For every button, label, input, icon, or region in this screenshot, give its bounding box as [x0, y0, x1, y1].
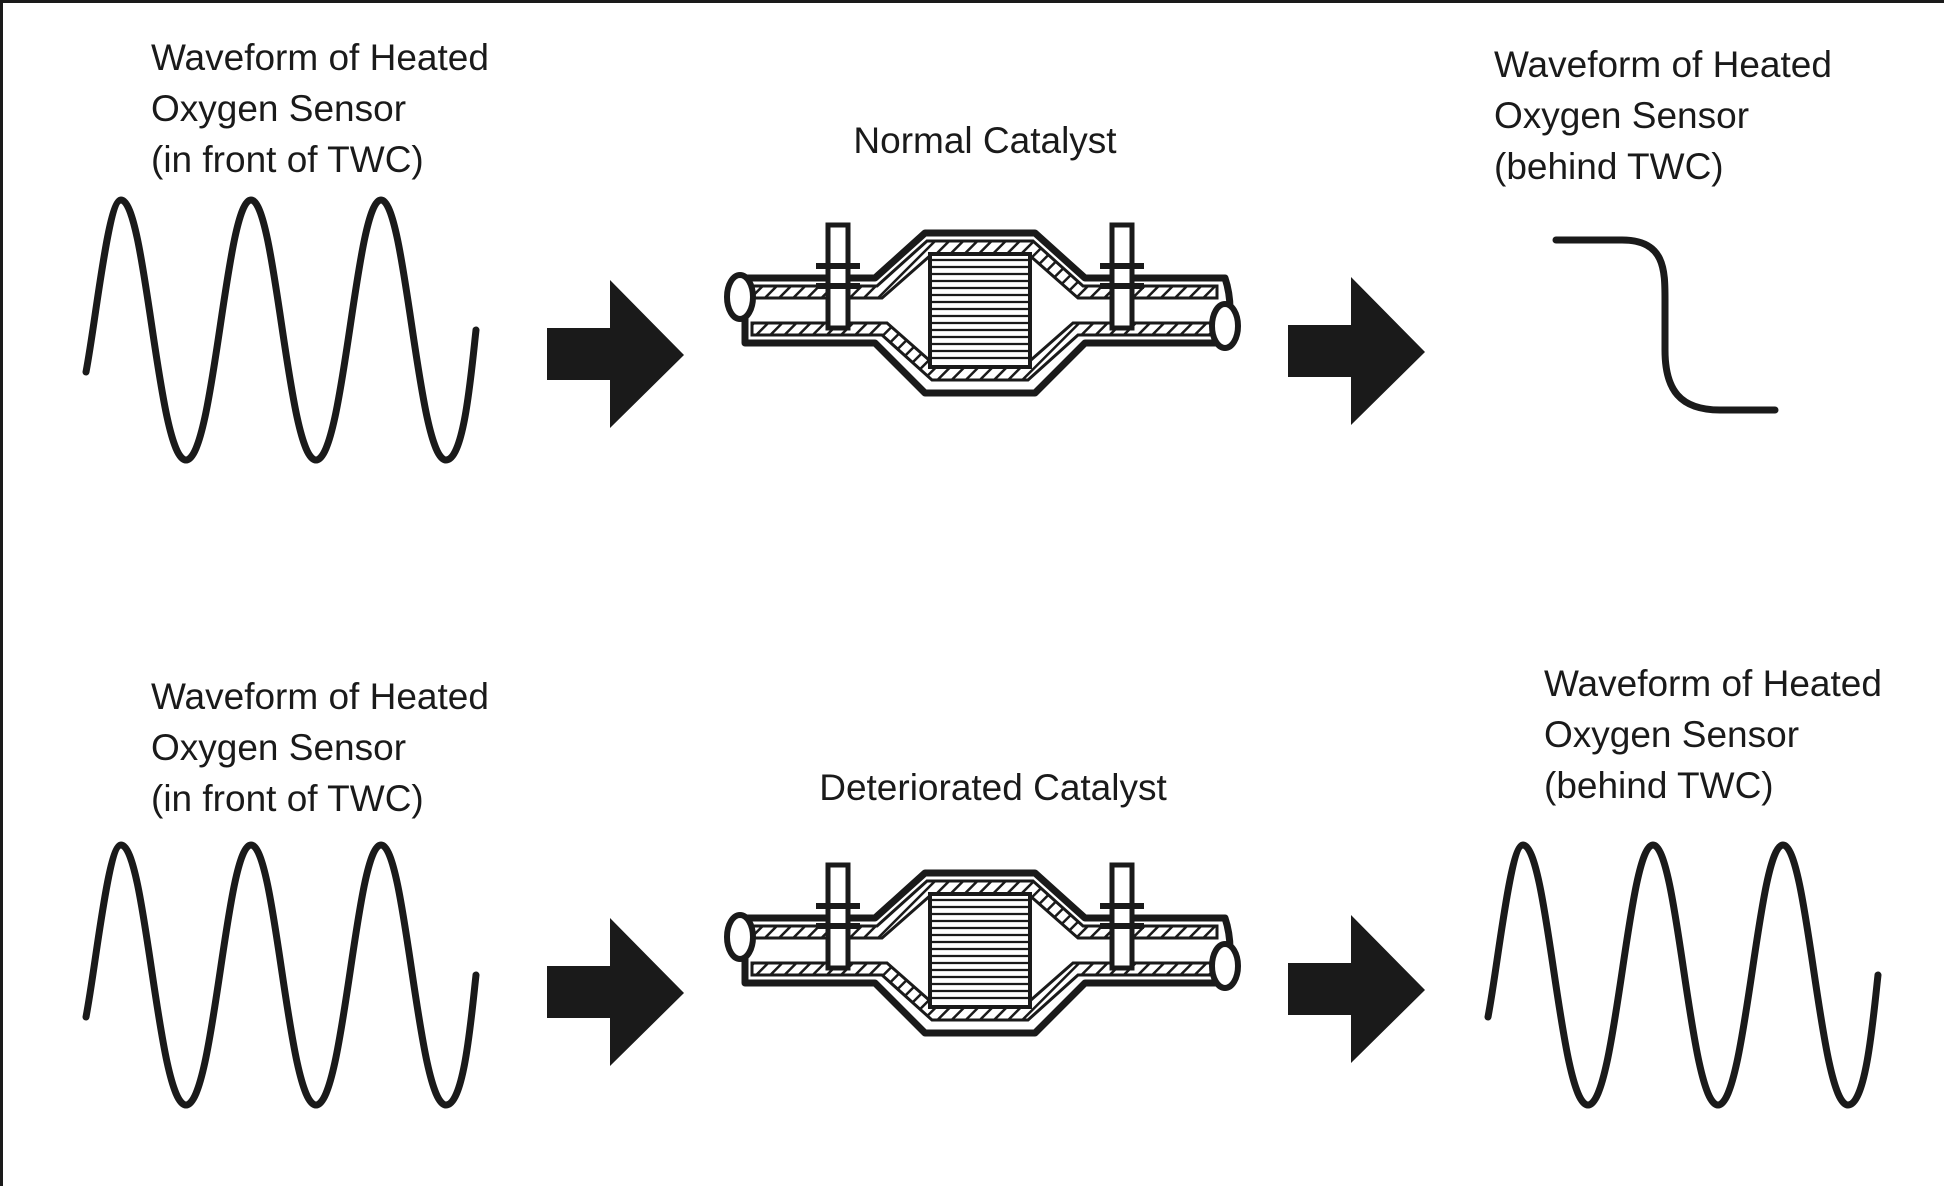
- row-normal: Waveform of Heated Oxygen Sensor (in fro…: [86, 37, 1832, 460]
- row-deteriorated: Waveform of Heated Oxygen Sensor (in fro…: [86, 663, 1882, 1105]
- flow-arrow-out: [1288, 915, 1425, 1063]
- flow-arrow-in: [547, 918, 684, 1066]
- output-sensor-label-line1: Waveform of Heated: [1494, 44, 1832, 85]
- output-sensor-label-line3: (behind TWC): [1494, 146, 1724, 187]
- output-sensor-label-line1: Waveform of Heated: [1544, 663, 1882, 704]
- output-sensor-label-line2: Oxygen Sensor: [1544, 714, 1799, 755]
- catalyst-label: Normal Catalyst: [853, 120, 1117, 161]
- input-sensor-label-line2: Oxygen Sensor: [151, 88, 406, 129]
- input-sensor-label-line3: (in front of TWC): [151, 139, 424, 180]
- front-sensor-waveform: [86, 200, 476, 460]
- input-sensor-label-line1: Waveform of Heated: [151, 676, 489, 717]
- input-sensor-label-line3: (in front of TWC): [151, 778, 424, 819]
- catalytic-converter: [727, 865, 1238, 1033]
- flow-arrow-in: [547, 280, 684, 428]
- front-sensor-waveform: [86, 845, 476, 1105]
- input-sensor-label-line2: Oxygen Sensor: [151, 727, 406, 768]
- output-sensor-label-line2: Oxygen Sensor: [1494, 95, 1749, 136]
- rear-sensor-flat-waveform: [1552, 236, 1779, 414]
- catalyst-label: Deteriorated Catalyst: [819, 767, 1167, 808]
- input-sensor-label-line1: Waveform of Heated: [151, 37, 489, 78]
- output-sensor-label-line3: (behind TWC): [1544, 765, 1774, 806]
- catalytic-converter: [727, 225, 1238, 393]
- rear-sensor-oscillating-waveform: [1488, 845, 1878, 1105]
- flow-arrow-out: [1288, 277, 1425, 425]
